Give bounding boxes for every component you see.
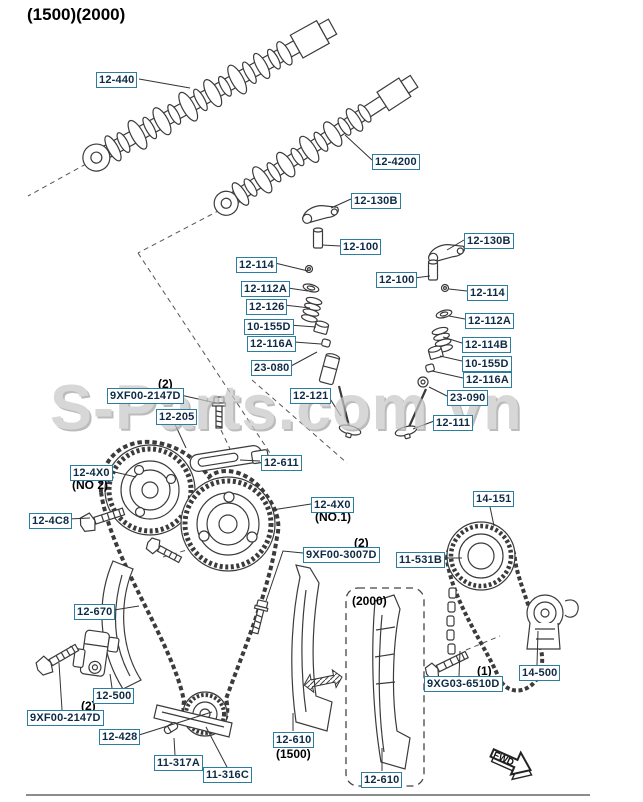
oil-pump-sprocket-drawing — [446, 521, 516, 591]
part-label-14-500[interactable]: 14-500 — [519, 665, 561, 681]
fwd-arrow: FWD — [489, 747, 533, 781]
part-label-12-112a[interactable]: 12-112A — [465, 313, 514, 329]
annotation--2-: (2) — [354, 536, 369, 550]
chain-guide-left-drawing — [101, 560, 142, 690]
part-label-23-080[interactable]: 23-080 — [251, 360, 293, 376]
rocker-arm-drawing — [302, 205, 339, 224]
part-label-12-610[interactable]: 12-610 — [273, 732, 315, 748]
camshaft-sprocket-no2-drawing — [104, 444, 196, 536]
part-label-12-121[interactable]: 12-121 — [290, 388, 332, 404]
part-label-12-4200[interactable]: 12-4200 — [372, 154, 420, 170]
part-label-12-100[interactable]: 12-100 — [340, 239, 382, 255]
part-label-12-610[interactable]: 12-610 — [361, 772, 403, 788]
annotation--no-1-: (NO.1) — [315, 510, 351, 524]
part-label-11-316c[interactable]: 11-316C — [203, 767, 252, 783]
part-label-12-500[interactable]: 12-500 — [93, 688, 135, 704]
camshaft-intake-drawing — [82, 18, 338, 172]
part-label-12-4x0[interactable]: 12-4X0 — [70, 465, 113, 481]
part-label-12-100[interactable]: 12-100 — [376, 272, 418, 288]
part-label-12-112a[interactable]: 12-112A — [241, 281, 290, 297]
part-label-9xf00-2147d[interactable]: 9XF00-2147D — [27, 710, 104, 726]
part-label-11-317a[interactable]: 11-317A — [154, 755, 203, 771]
part-label-23-090[interactable]: 23-090 — [447, 390, 489, 406]
part-label-12-4c8[interactable]: 12-4C8 — [29, 513, 73, 529]
part-label-12-114b[interactable]: 12-114B — [462, 337, 511, 353]
part-label-9xf00-2147d[interactable]: 9XF00-2147D — [107, 388, 184, 404]
part-label-12-440[interactable]: 12-440 — [96, 72, 138, 88]
part-label-10-155d[interactable]: 10-155D — [462, 356, 512, 372]
part-label-9xf00-3007d[interactable]: 9XF00-3007D — [303, 547, 380, 563]
part-label-12-114[interactable]: 12-114 — [236, 257, 277, 273]
part-label-12-130b[interactable]: 12-130B — [351, 193, 401, 209]
annotation--1-: (1) — [477, 664, 492, 678]
valve-stack-intake-drawing — [300, 264, 362, 439]
part-label-12-611[interactable]: 12-611 — [261, 455, 302, 471]
part-label-12-130b[interactable]: 12-130B — [464, 233, 514, 249]
leader-lines — [58, 78, 539, 771]
guide-stud-drawing — [211, 396, 227, 429]
chain-guide-upper-drawing — [189, 445, 270, 472]
arm-stud-drawing — [251, 599, 269, 635]
tensioner-arm-2000-drawing — [372, 594, 411, 770]
part-label-12-4x0[interactable]: 12-4X0 — [311, 497, 354, 513]
lash-adjuster-drawing — [427, 259, 439, 281]
camshaft-exhaust-drawing — [213, 74, 419, 216]
guide-bolt-drawing — [145, 537, 183, 564]
part-label-12-116a[interactable]: 12-116A — [463, 372, 512, 388]
valve-stack-exhaust-drawing — [394, 283, 454, 440]
part-label-9xg03-6510d[interactable]: 9XG03-6510D — [424, 676, 503, 692]
watermark: S-Parts.com.vn — [50, 373, 523, 443]
variant-header: (1500)(2000) — [27, 5, 126, 24]
oil-pump-chain-links-drawing — [446, 587, 457, 655]
camshaft-bolt-drawing — [79, 507, 126, 533]
annotation--2-: (2) — [81, 699, 96, 713]
lash-adjuster-drawing — [312, 227, 324, 249]
annotation--2-: (2) — [158, 377, 173, 391]
part-label-10-155d[interactable]: 10-155D — [244, 319, 294, 335]
direction-swap-arrow — [303, 668, 343, 694]
part-label-12-114[interactable]: 12-114 — [467, 285, 508, 301]
camshaft-sprocket-no1-drawing — [180, 476, 276, 572]
tensioner-bolt-drawing — [35, 643, 80, 676]
part-label-12-126[interactable]: 12-126 — [246, 299, 288, 315]
part-label-14-151[interactable]: 14-151 — [473, 491, 515, 507]
part-label-12-205[interactable]: 12-205 — [156, 409, 198, 425]
timing-chain-drawing — [98, 439, 281, 734]
tensioner-arm-1500-drawing — [291, 564, 333, 732]
annotation--2000-: (2000) — [352, 594, 387, 608]
chain-guide-lower-drawing — [153, 704, 233, 738]
part-label-12-670[interactable]: 12-670 — [74, 604, 116, 620]
oil-chain-tensioner-drawing — [526, 594, 579, 650]
part-label-12-111[interactable]: 12-111 — [433, 415, 474, 431]
part-label-12-428[interactable]: 12-428 — [99, 729, 141, 745]
part-label-12-116a[interactable]: 12-116A — [247, 336, 296, 352]
chain-tensioner-drawing — [72, 629, 120, 677]
annotation--no-2-: (NO 2) — [72, 478, 108, 492]
part-label-11-531b[interactable]: 11-531B — [396, 552, 445, 568]
annotation--1500-: (1500) — [276, 747, 311, 761]
